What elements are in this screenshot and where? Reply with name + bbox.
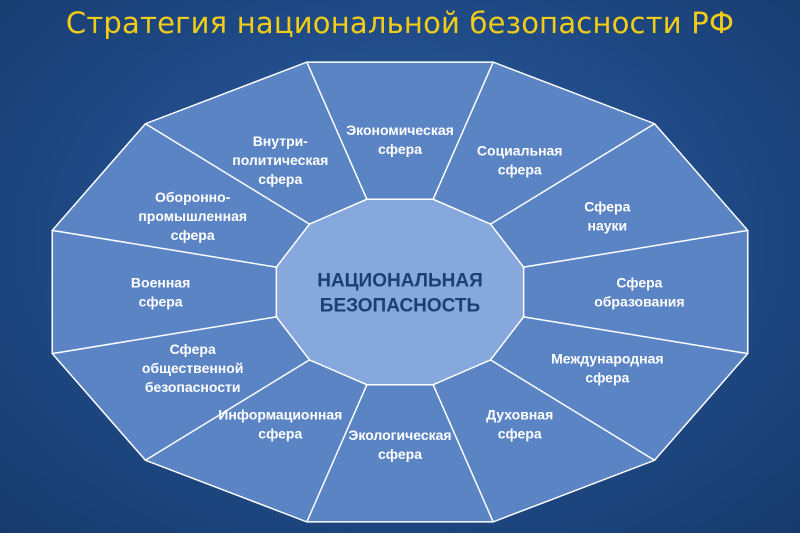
- segment-label-domestic-political: Внутри-политическая сфера: [232, 133, 328, 187]
- segment-divider: [145, 359, 310, 461]
- segment-label-ecological: Экологическая сфера: [348, 427, 451, 462]
- segment-divider: [523, 229, 748, 268]
- segment-label-public-safety: Сфера общественной безопасности: [142, 341, 244, 395]
- segment-divider: [306, 384, 368, 523]
- segment-divider: [52, 229, 277, 268]
- segment-label-science: Сфера науки: [584, 198, 630, 233]
- segment-label-line: Экологическая: [348, 427, 451, 443]
- segment-label-line: общественной: [142, 360, 244, 376]
- segment-divider: [490, 359, 655, 461]
- center-label-line: БЕЗОПАСНОСТЬ: [320, 296, 480, 317]
- segment-label-line: Экономическая: [346, 122, 454, 138]
- segment-label-line: сфера: [258, 171, 302, 187]
- segment-divider: [523, 316, 748, 355]
- segment-dividers: [52, 61, 748, 523]
- segment-label-line: сфера: [258, 425, 302, 441]
- segment-label-line: безопасности: [145, 379, 241, 395]
- segment-label-line: политическая: [232, 152, 328, 168]
- center-label-line: НАЦИОНАЛЬНАЯ: [317, 271, 483, 292]
- segment-label-line: сфера: [498, 162, 542, 178]
- segment-label-line: Информационная: [218, 406, 342, 422]
- segment-label-line: Сфера: [170, 341, 216, 357]
- segment-label-line: сфера: [139, 294, 183, 310]
- segment-label-education: Сфера образования: [594, 275, 684, 310]
- center-label: НАЦИОНАЛЬНАЯ БЕЗОПАСНОСТЬ: [317, 271, 483, 317]
- segment-label-spiritual: Духовная сфера: [486, 406, 553, 441]
- center-polygon: [275, 198, 525, 386]
- segment-label-line: Сфера: [616, 275, 662, 291]
- segment-label-line: сфера: [585, 370, 629, 386]
- segment-label-military: Военная сфера: [131, 275, 190, 310]
- segment-label-line: сфера: [498, 425, 542, 441]
- segment-label-line: Социальная: [477, 143, 563, 159]
- segment-label-information: Информационная сфера: [218, 406, 342, 441]
- segment-label-line: промышленная: [138, 208, 247, 224]
- segment-divider: [145, 123, 310, 225]
- segment-label-social: Социальная сфера: [477, 143, 563, 178]
- segment-label-international: Международная сфера: [551, 351, 664, 386]
- segment-label-line: Военная: [131, 275, 190, 291]
- segment-label-defense-industry: Оборонно-промышленная сфера: [138, 189, 247, 243]
- segment-label-line: Духовная: [486, 406, 553, 422]
- segment-label-line: сфера: [171, 227, 215, 243]
- segment-label-economic: Экономическая сфера: [346, 122, 454, 157]
- segment-label-line: образования: [594, 294, 684, 310]
- segment-label-line: сфера: [378, 446, 422, 462]
- segment-label-line: Сфера: [584, 198, 630, 214]
- segment-divider: [52, 316, 277, 355]
- segment-divider: [432, 61, 494, 200]
- segment-divider: [432, 384, 494, 523]
- segment-divider: [490, 123, 655, 225]
- segment-label-line: Международная: [551, 351, 664, 367]
- segment-label-line: Внутри-: [253, 133, 309, 149]
- segment-label-line: сфера: [378, 141, 422, 157]
- page-title: Стратегия национальной безопасности РФ: [65, 6, 735, 40]
- segment-label-line: Оборонно-: [155, 189, 231, 205]
- segment-divider: [306, 61, 368, 200]
- segment-label-line: науки: [587, 217, 627, 233]
